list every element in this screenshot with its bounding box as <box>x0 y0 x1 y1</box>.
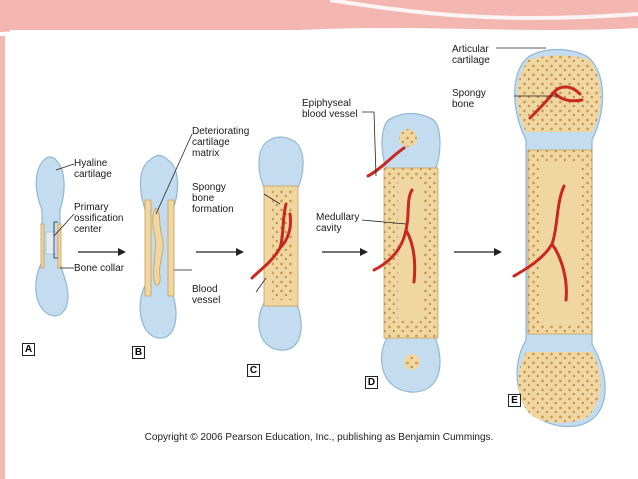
label-deteriorating-cartilage-matrix: Deteriorating cartilage matrix <box>192 126 250 159</box>
copyright-notice: Copyright © 2006 Pearson Education, Inc.… <box>144 432 494 443</box>
label-blood-vessel: Blood vessel <box>192 284 221 306</box>
stage-label-a: A <box>22 343 35 356</box>
stage-label-c: C <box>247 364 260 377</box>
arrow-d-to-e <box>454 248 502 256</box>
arrow-c-to-d <box>322 248 368 256</box>
arrow-b-to-c <box>196 248 244 256</box>
bone-stage-a <box>35 156 69 317</box>
label-articular-cartilage: Articular cartilage <box>452 44 490 66</box>
arrow-a-to-b <box>78 248 126 256</box>
leader-lines <box>53 47 558 293</box>
bone-stage-b <box>139 154 179 339</box>
label-epiphyseal-blood-vessel: Epiphyseal blood vessel <box>302 98 358 120</box>
bone-stage-c <box>250 136 304 351</box>
label-hyaline-cartilage: Hyaline cartilage <box>74 158 112 180</box>
stage-label-d: D <box>365 376 378 389</box>
label-spongy-bone: Spongy bone <box>452 88 486 110</box>
label-bone-collar: Bone collar <box>74 263 125 274</box>
label-primary-ossification-center: Primary ossification center <box>74 202 124 235</box>
bone-stage-e <box>512 48 606 428</box>
label-medullary-cavity: Medullary cavity <box>316 212 360 234</box>
bone-stage-d <box>366 112 441 393</box>
stage-label-b: B <box>132 346 145 359</box>
stage-label-e: E <box>508 394 521 407</box>
label-spongy-bone-formation: Spongy bone formation <box>192 182 234 215</box>
